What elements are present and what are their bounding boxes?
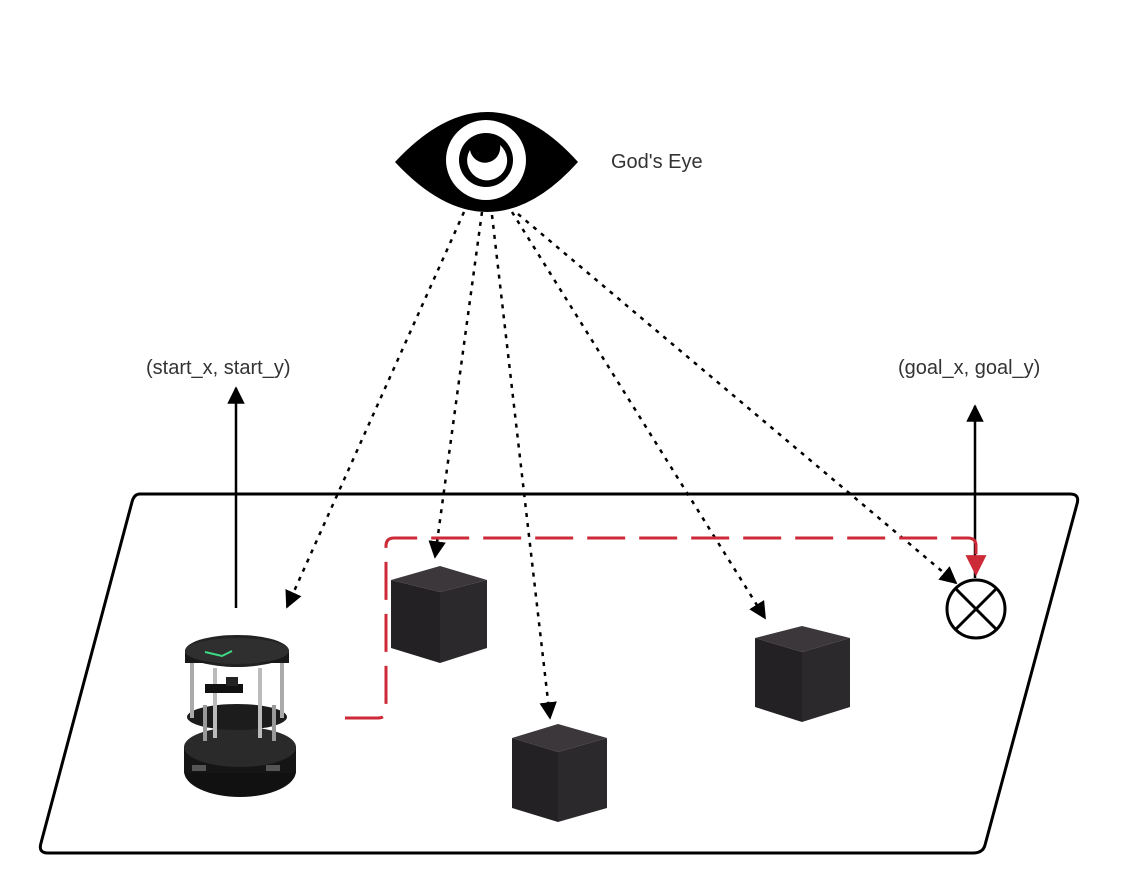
- circled-x-icon: [945, 578, 1007, 640]
- ray-to-box-2: [490, 214, 557, 720]
- box-icon: [512, 724, 607, 822]
- planned-path: [345, 536, 987, 720]
- goal-coordinates-label: (goal_x, goal_y): [898, 357, 1040, 379]
- ray-to-box-1: [428, 211, 484, 559]
- ray-to-box-3: [510, 211, 767, 620]
- box-icon: [391, 566, 487, 663]
- ray-to-goal: [517, 213, 958, 585]
- turtlebot-robot-icon: [184, 635, 296, 797]
- ground-plane: [38, 492, 1080, 855]
- ray-to-robot: [285, 211, 466, 609]
- eye-icon: [395, 112, 578, 212]
- observation-rays: [285, 211, 958, 720]
- start-coordinates-label: (start_x, start_y): [146, 357, 290, 379]
- gods-eye-label: God's Eye: [611, 151, 703, 173]
- box-icon: [755, 626, 850, 722]
